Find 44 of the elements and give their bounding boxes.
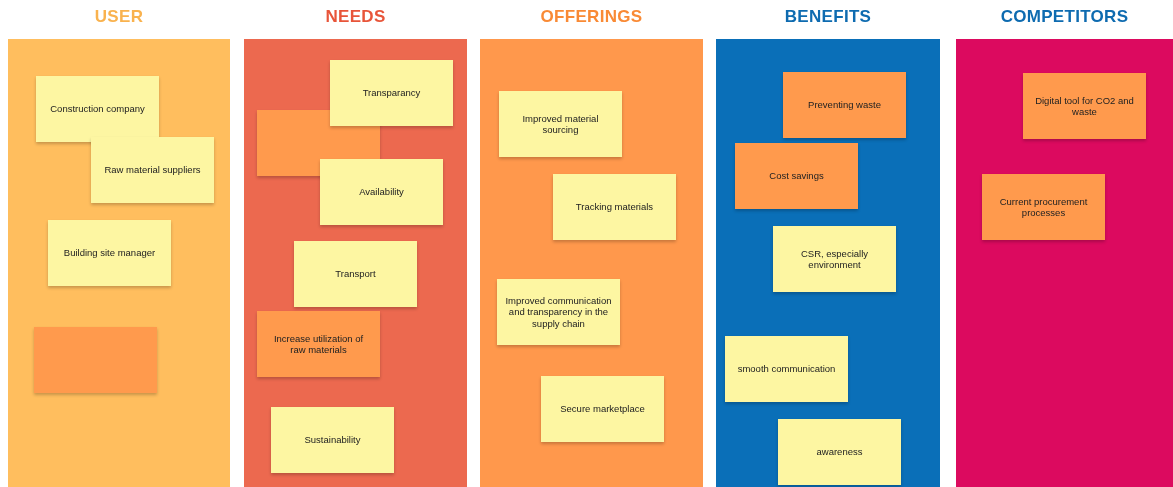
note-text: Raw material suppliers [104, 164, 201, 176]
note-text: Cost savings [769, 170, 824, 182]
sticky-note [48, 220, 171, 286]
note-text: Construction company [50, 103, 145, 115]
sticky-note [257, 311, 380, 377]
column-heading: NEEDS [324, 7, 387, 27]
column-heading: OFFERINGS [539, 7, 644, 27]
sticky-note [320, 159, 443, 225]
column-heading: BENEFITS [783, 7, 873, 27]
sticky-note [294, 241, 417, 307]
note-text: Preventing waste [808, 99, 881, 111]
note-text: Transparancy [362, 87, 421, 99]
sticky-note [553, 174, 676, 240]
note-text: Improved material sourcing [521, 112, 600, 136]
note-text: Increase utilization of raw materials [272, 332, 365, 356]
note-text: CSR, especially environment [799, 247, 870, 271]
note-text: Current procurement processes [998, 195, 1089, 219]
note-text: Secure marketplace [560, 403, 645, 415]
note-text: smooth communication [737, 363, 836, 375]
note-text: Tracking materials [575, 201, 654, 213]
sticky-note [497, 279, 620, 345]
note-text: Improved communication and transparency in the supply chain [505, 294, 612, 330]
sticky-note [91, 137, 214, 203]
note-text: Digital tool for CO2 and waste [1034, 94, 1135, 118]
sticky-note [773, 226, 896, 292]
sticky-note [725, 336, 848, 402]
sticky-note [330, 60, 453, 126]
note-text: Building site manager [63, 247, 156, 259]
sticky-note [1023, 73, 1146, 139]
sticky-note [735, 143, 858, 209]
column-heading: USER [93, 7, 145, 27]
sticky-note [783, 72, 906, 138]
sticky-note [982, 174, 1105, 240]
sticky-note [36, 76, 159, 142]
note-text: awareness [816, 446, 863, 458]
sticky-note [499, 91, 622, 157]
sticky-note [541, 376, 664, 442]
sticky-note [271, 407, 394, 473]
note-text: Sustainability [304, 434, 361, 446]
sticky-note [34, 327, 157, 393]
sticky-note [778, 419, 901, 485]
note-text: Transport [335, 268, 376, 280]
column-heading: COMPETITORS [999, 7, 1130, 27]
note-text: Availability [359, 186, 404, 198]
